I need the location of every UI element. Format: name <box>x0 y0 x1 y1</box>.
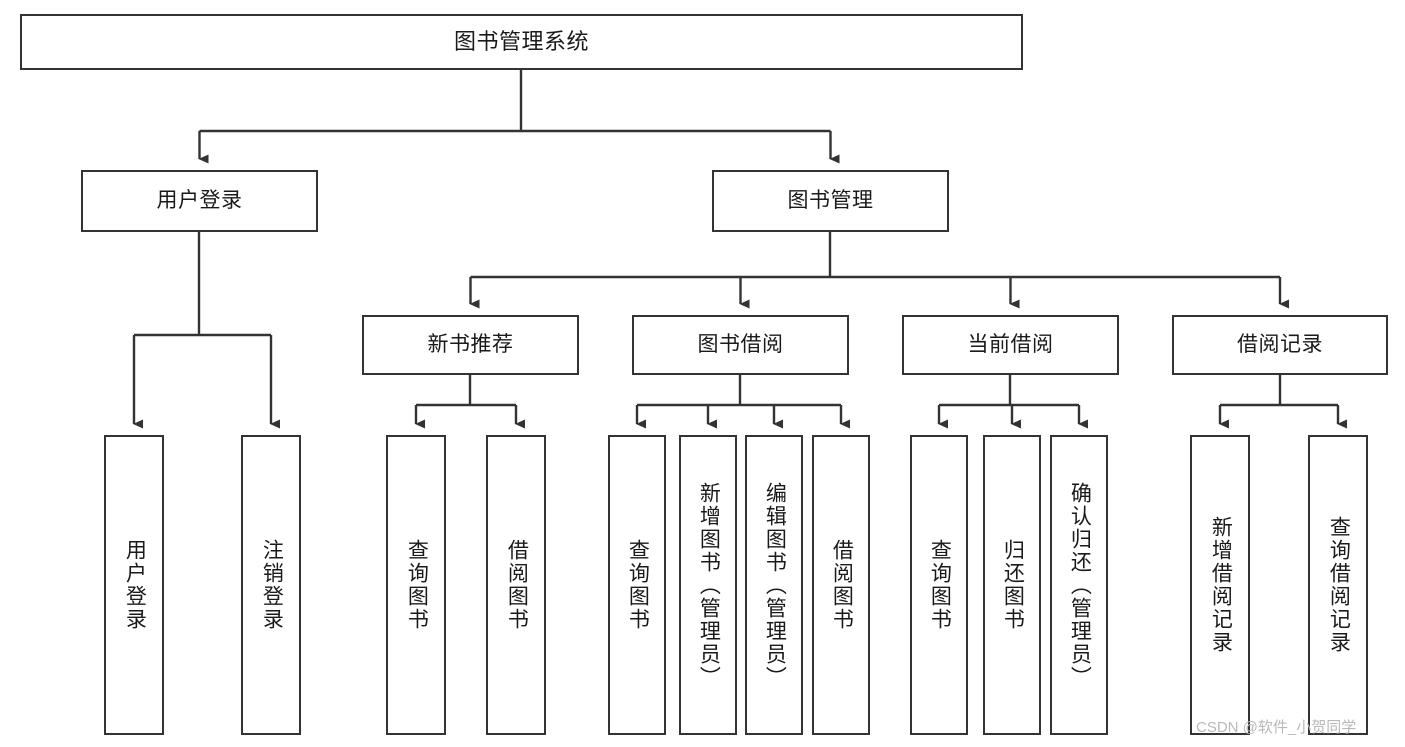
node-leaf-bor-2[interactable]: 新增图书（管理员） <box>679 435 737 735</box>
node-leaf-cur-2[interactable]: 归还图书 <box>983 435 1041 735</box>
node-label: 新增图书（管理员） <box>697 481 721 689</box>
node-label: 归还图书 <box>1001 539 1025 631</box>
node-records[interactable]: 借阅记录 <box>1172 315 1388 375</box>
node-label: 图书管理 <box>787 188 874 212</box>
node-label: 查询图书 <box>928 539 952 631</box>
node-label: 编辑图书（管理员） <box>763 481 787 689</box>
node-leaf-cur-1[interactable]: 查询图书 <box>910 435 968 735</box>
node-leaf-cur-3[interactable]: 确认归还（管理员） <box>1050 435 1108 735</box>
node-leaf-new-1[interactable]: 查询图书 <box>386 435 446 735</box>
node-label: 注销登录 <box>260 539 284 631</box>
node-leaf-login-2[interactable]: 注销登录 <box>241 435 301 735</box>
node-leaf-bor-1[interactable]: 查询图书 <box>608 435 666 735</box>
node-current[interactable]: 当前借阅 <box>902 315 1119 375</box>
node-label: 查询借阅记录 <box>1327 516 1351 654</box>
node-bookmgmt[interactable]: 图书管理 <box>712 170 949 232</box>
node-label: 用户登录 <box>156 188 243 212</box>
node-leaf-bor-3[interactable]: 编辑图书（管理员） <box>745 435 803 735</box>
node-label: 确认归还（管理员） <box>1068 481 1092 689</box>
node-label: 用户登录 <box>123 539 147 631</box>
node-root[interactable]: 图书管理系统 <box>20 14 1023 70</box>
node-label: 当前借阅 <box>967 332 1054 356</box>
node-label: 图书借阅 <box>697 332 784 356</box>
node-label: 借阅图书 <box>830 539 854 631</box>
node-leaf-login-1[interactable]: 用户登录 <box>104 435 164 735</box>
node-label: 图书管理系统 <box>453 29 589 55</box>
csdn-watermark: CSDN @软件_小贺同学 <box>1196 719 1357 736</box>
node-label: 借阅记录 <box>1237 332 1323 356</box>
node-label: 新增借阅记录 <box>1209 516 1233 654</box>
node-newbook[interactable]: 新书推荐 <box>362 315 579 375</box>
node-label: 查询图书 <box>626 539 650 631</box>
node-label: 查询图书 <box>405 539 429 631</box>
node-leaf-rec-1[interactable]: 新增借阅记录 <box>1190 435 1250 735</box>
node-label: 新书推荐 <box>427 332 514 356</box>
node-leaf-new-2[interactable]: 借阅图书 <box>486 435 546 735</box>
node-leaf-bor-4[interactable]: 借阅图书 <box>812 435 870 735</box>
node-login[interactable]: 用户登录 <box>81 170 318 232</box>
node-borrow[interactable]: 图书借阅 <box>632 315 849 375</box>
node-leaf-rec-2[interactable]: 查询借阅记录 <box>1308 435 1368 735</box>
node-label: 借阅图书 <box>505 539 529 631</box>
